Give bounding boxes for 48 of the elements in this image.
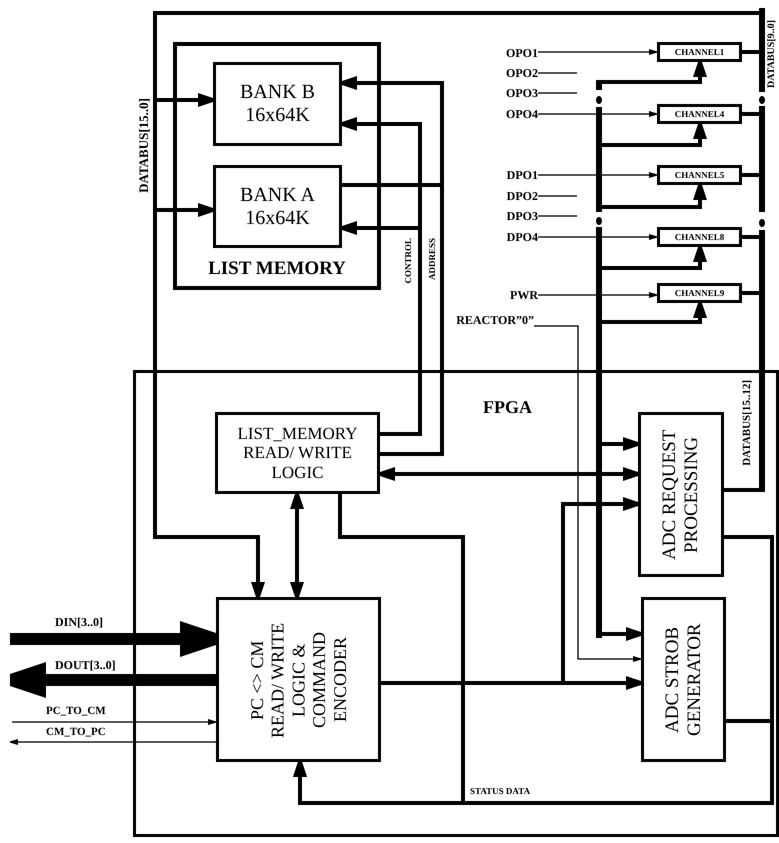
channel-box: CHANNEL9	[657, 283, 742, 303]
bus-bar	[596, 80, 602, 638]
signal-label: OPO3	[480, 85, 538, 101]
edge-label: DOUT[3..0]	[55, 659, 116, 671]
bus-label: CONTROL	[404, 238, 413, 284]
connector-line	[538, 92, 577, 94]
connector-line	[538, 215, 577, 217]
connector-line	[742, 235, 759, 239]
connector-line	[742, 173, 759, 177]
logic-block: ADC STROB GENERATOR	[641, 597, 726, 762]
channel-box: CHANNEL8	[657, 227, 742, 247]
connector-line	[724, 488, 759, 492]
channel-box: CHANNEL1	[657, 42, 742, 62]
channel-box: CHANNEL5	[657, 165, 742, 185]
edge-label: STATUS DATA	[470, 787, 530, 796]
bus-label: DATABUS[15..12]	[742, 380, 753, 466]
signal-label: PWR	[480, 287, 538, 303]
block-title: LIST MEMORY	[207, 258, 347, 280]
memory-bank-box: BANK A 16x64K	[213, 165, 342, 248]
bus-label: DATABUS[9..0]	[767, 20, 777, 88]
logic-block: PC <> CM READ/ WRITE LOGIC & COMMAND ENCODER	[216, 597, 381, 762]
fpga-frame	[133, 370, 779, 837]
connector-line	[538, 195, 577, 197]
bus-label: ADDRESS	[428, 238, 437, 280]
signal-label: DPO2	[480, 188, 538, 204]
bus-bar	[759, 8, 765, 492]
signal-label: OPO1	[480, 45, 538, 61]
signal-label: DPO1	[480, 167, 538, 183]
connector-line	[538, 72, 577, 74]
memory-block-frame	[173, 42, 381, 290]
channel-box: CHANNEL4	[657, 104, 742, 124]
logic-block: LIST_MEMORY READ/ WRITE LOGIC	[215, 412, 380, 494]
connector-line	[342, 183, 444, 456]
signal-label: DPO4	[480, 229, 538, 245]
signal-label: DPO3	[480, 208, 538, 224]
connector-line	[742, 50, 759, 54]
signal-label: REACTOR”0”	[430, 312, 534, 328]
signal-label: OPO4	[480, 106, 538, 122]
logic-block: ADC REQUEST PROCESSING	[638, 412, 724, 577]
edge-label: DIN[3..0]	[55, 616, 103, 628]
bus-label: DATABUS[15..0]	[137, 98, 150, 193]
connector-line	[742, 291, 759, 295]
block-title: FPGA	[483, 397, 532, 418]
connector-line	[742, 112, 759, 116]
memory-bank-box: BANK B 16x64K	[213, 62, 342, 146]
edge-label: PC_TO_CM	[46, 706, 106, 717]
edge-label: CM_TO_PC	[46, 727, 106, 738]
signal-label: OPO2	[480, 65, 538, 81]
